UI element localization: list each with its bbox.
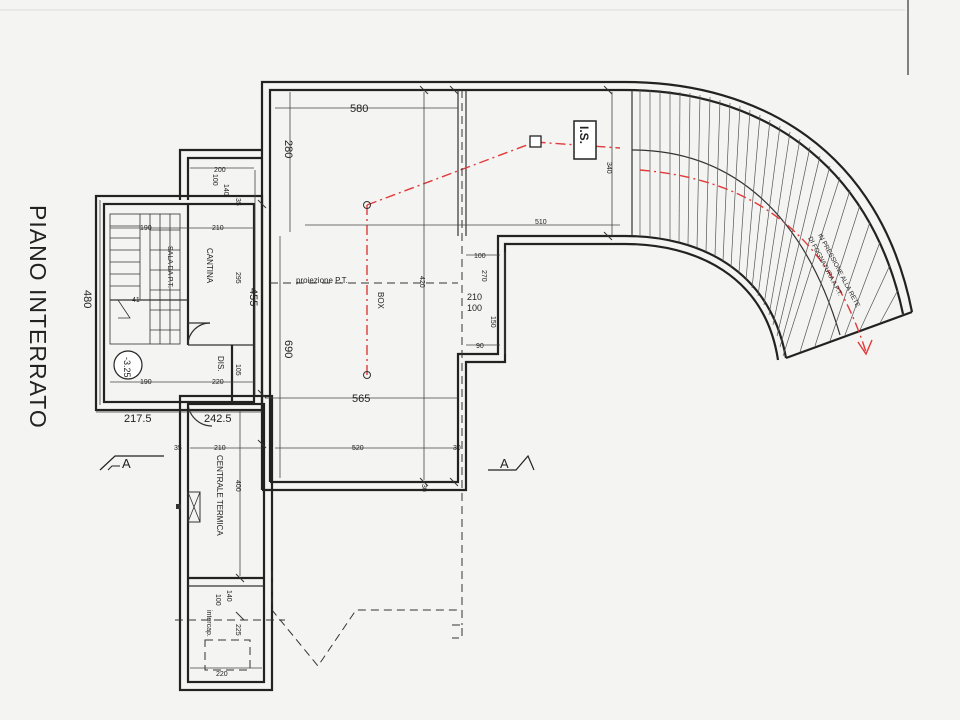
section-marker-left <box>99 455 164 471</box>
dim-35b: 35 <box>174 445 182 452</box>
dim-100a: 100 <box>211 174 218 186</box>
dim-270: 270 <box>480 270 487 282</box>
dim-340: 340 <box>605 162 612 174</box>
room-intercap: intercap. <box>205 610 212 637</box>
dim-480: 480 <box>81 290 93 308</box>
stairs <box>109 213 181 345</box>
dim-190a: 190 <box>140 225 152 232</box>
dim-210a: 210 <box>212 225 224 232</box>
dim-217-5: 217.5 <box>124 413 152 425</box>
dim-295: 295 <box>234 272 241 284</box>
label-proiezione: proiezione P.T. <box>296 276 348 285</box>
is-box <box>573 120 597 160</box>
dim-220a: 220 <box>212 379 224 386</box>
dim-400: 400 <box>234 480 241 492</box>
dim-280: 280 <box>282 140 294 158</box>
room-box: BOX <box>376 292 385 310</box>
centrale-walls <box>176 394 274 692</box>
dim-105: 105 <box>234 364 241 376</box>
dim-140a: 140 <box>222 184 229 196</box>
dim-100b: 100 <box>474 253 486 260</box>
section-marker-right <box>488 454 535 471</box>
drain-point-bottom <box>363 371 371 379</box>
dim-580: 580 <box>350 103 368 115</box>
room-centrale-termica: CENTRALE TERMICA <box>215 455 224 536</box>
dim-225: 225 <box>234 624 241 636</box>
dim-190b: 190 <box>140 379 152 386</box>
boiler <box>187 491 201 523</box>
plan-title: PIANO INTERRATO <box>25 205 51 429</box>
dim-90: 90 <box>476 343 484 350</box>
dim-35a: 35 <box>234 198 241 206</box>
dimension-lines <box>96 92 620 669</box>
dim-30b: 30 <box>420 484 427 492</box>
is-label: I.S. <box>577 126 591 144</box>
dim-140b: 140 <box>225 590 232 602</box>
dim-690: 690 <box>282 340 294 358</box>
room-scala: SALA DA P.T. <box>166 246 173 288</box>
level-marker <box>113 350 143 380</box>
dim-520: 520 <box>352 445 364 452</box>
dim-200: 200 <box>214 167 226 174</box>
curved-ramp <box>624 80 914 361</box>
inspection-box <box>529 135 542 148</box>
dim-210c: 210 <box>467 292 482 302</box>
dim-41: 41 <box>132 297 140 304</box>
dim-210b: 210 <box>214 445 226 452</box>
room-cantina: CANTINA <box>205 248 214 284</box>
dim-150: 150 <box>489 316 496 328</box>
dim-242-5: 242.5 <box>204 413 232 425</box>
section-a-right: A <box>500 456 509 471</box>
dim-30a: 30 <box>453 445 461 452</box>
label-pressione: IN PRESSIONE ALLA RETE <box>816 233 861 310</box>
dim-510: 510 <box>535 219 547 226</box>
dimension-ticks <box>235 85 613 621</box>
projection-outline <box>175 90 463 667</box>
section-a-left: A <box>122 456 131 471</box>
dim-420: 420 <box>418 276 425 288</box>
dim-455: 455 <box>247 288 259 306</box>
dim-100d: 100 <box>214 594 221 606</box>
dim-220b: 220 <box>216 671 228 678</box>
dim-100c: 100 <box>467 303 482 313</box>
door-cantina <box>187 322 211 346</box>
drain-point-top <box>363 201 371 209</box>
room-dis: DIS. <box>216 356 225 372</box>
dim-565: 565 <box>352 393 370 405</box>
level-label: -3.25 <box>122 357 132 378</box>
box-room-walls <box>260 80 625 492</box>
drain-line <box>363 135 873 379</box>
